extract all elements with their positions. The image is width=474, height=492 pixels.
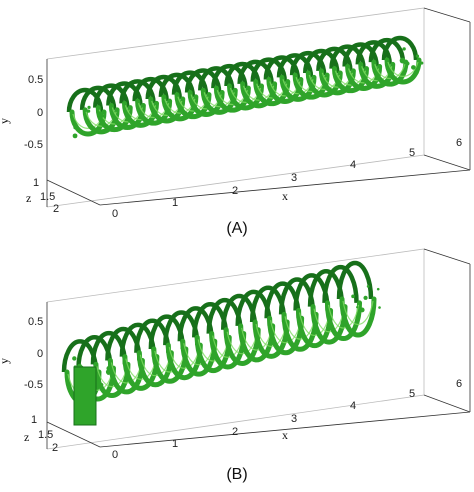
- x-tick-label: 1: [172, 438, 178, 450]
- y-tick-label: 0: [37, 348, 43, 360]
- vortex-tube-b: [64, 263, 381, 425]
- figure-panel-a: 0.5 0 -0.5 y 1 1.5 2 z 0 1 2 3 4 5 6 x: [0, 0, 474, 205]
- x-tick-label: 0: [112, 208, 118, 220]
- y-tick-label: 0: [37, 107, 43, 119]
- vortex-debris: [411, 65, 416, 70]
- y-tick-label: -0.5: [24, 379, 43, 391]
- vortex-debris: [106, 366, 111, 371]
- y-axis-ticks-a: 0.5 0 -0.5: [24, 74, 43, 151]
- x-tick-label: 6: [456, 137, 462, 149]
- x-tick-label: 2: [232, 426, 238, 438]
- x-tick-label: 2: [232, 185, 238, 197]
- vortex-debris: [400, 58, 406, 64]
- vortex-debris: [356, 306, 358, 308]
- z-tick-label: 1: [33, 177, 39, 189]
- vortex-debris: [377, 288, 380, 291]
- vortex-debris: [378, 306, 381, 309]
- z-tick-label: 2: [53, 203, 59, 215]
- vortex-debris: [360, 308, 365, 313]
- vortex-debris: [73, 125, 77, 129]
- vortex-debris: [367, 285, 370, 288]
- vortex-debris: [100, 383, 104, 387]
- vortex-plot-a: 0.5 0 -0.5 y 1 1.5 2 z 0 1 2 3 4 5 6 x: [0, 0, 474, 205]
- z-tick-label: 2: [52, 442, 58, 454]
- z-axis-label-b: z: [24, 430, 29, 444]
- vortex-debris: [405, 69, 407, 71]
- vortex-debris: [416, 54, 419, 57]
- x-tick-label: 0: [112, 449, 118, 461]
- z-tick-label: 1.5: [40, 191, 55, 203]
- x-axis-ticks-a: 0 1 2 3 4 5 6: [112, 137, 462, 220]
- x-tick-label: 4: [350, 400, 356, 412]
- vortex-debris: [72, 356, 76, 360]
- vortex-debris: [73, 133, 78, 138]
- caption-a: (A): [0, 220, 474, 238]
- y-axis-ticks-b: 0.5 0 -0.5: [24, 316, 43, 391]
- y-tick-label: 0.5: [28, 74, 43, 86]
- z-tick-label: 1.5: [38, 429, 53, 441]
- y-tick-label: -0.5: [24, 139, 43, 151]
- vortex-plot-b: 0.5 0 -0.5 y 1 1.5 2 z 0 1 2 3 4 5 6 x: [0, 247, 474, 452]
- x-tick-label: 3: [291, 172, 297, 184]
- x-axis-label-a: x: [282, 189, 288, 203]
- x-tick-label: 3: [291, 413, 297, 425]
- y-axis-label-b: y: [0, 358, 11, 364]
- x-tick-label: 1: [172, 197, 178, 209]
- vortex-debris: [87, 106, 90, 109]
- y-tick-label: 0.5: [28, 316, 43, 328]
- figure-panel-b: 0.5 0 -0.5 y 1 1.5 2 z 0 1 2 3 4 5 6 x: [0, 247, 474, 452]
- x-tick-label: 5: [409, 147, 415, 159]
- vortex-debris: [87, 109, 90, 112]
- z-tick-label: 1: [31, 414, 37, 426]
- z-axis-label-a: z: [26, 191, 31, 205]
- z-axis-ticks-a: 1 1.5 2: [33, 177, 59, 215]
- vortex-tube-a: [69, 38, 423, 138]
- z-axis-ticks-b: 1 1.5 2: [31, 414, 58, 454]
- x-tick-label: 4: [350, 159, 356, 171]
- vortex-debris: [80, 129, 82, 131]
- vortex-column: [74, 367, 96, 425]
- x-tick-label: 6: [456, 378, 462, 390]
- x-axis-ticks-b: 0 1 2 3 4 5 6: [112, 378, 462, 461]
- vortex-debris: [402, 47, 405, 50]
- vortex-debris: [351, 295, 355, 299]
- vortex-debris: [363, 296, 367, 300]
- x-tick-label: 5: [409, 388, 415, 400]
- caption-b: (B): [0, 466, 474, 484]
- vortex-debris: [405, 61, 409, 65]
- vortex-debris: [97, 111, 102, 116]
- x-axis-label-b: x: [282, 428, 288, 442]
- y-axis-label-a: y: [0, 118, 11, 124]
- vortex-debris: [420, 61, 423, 64]
